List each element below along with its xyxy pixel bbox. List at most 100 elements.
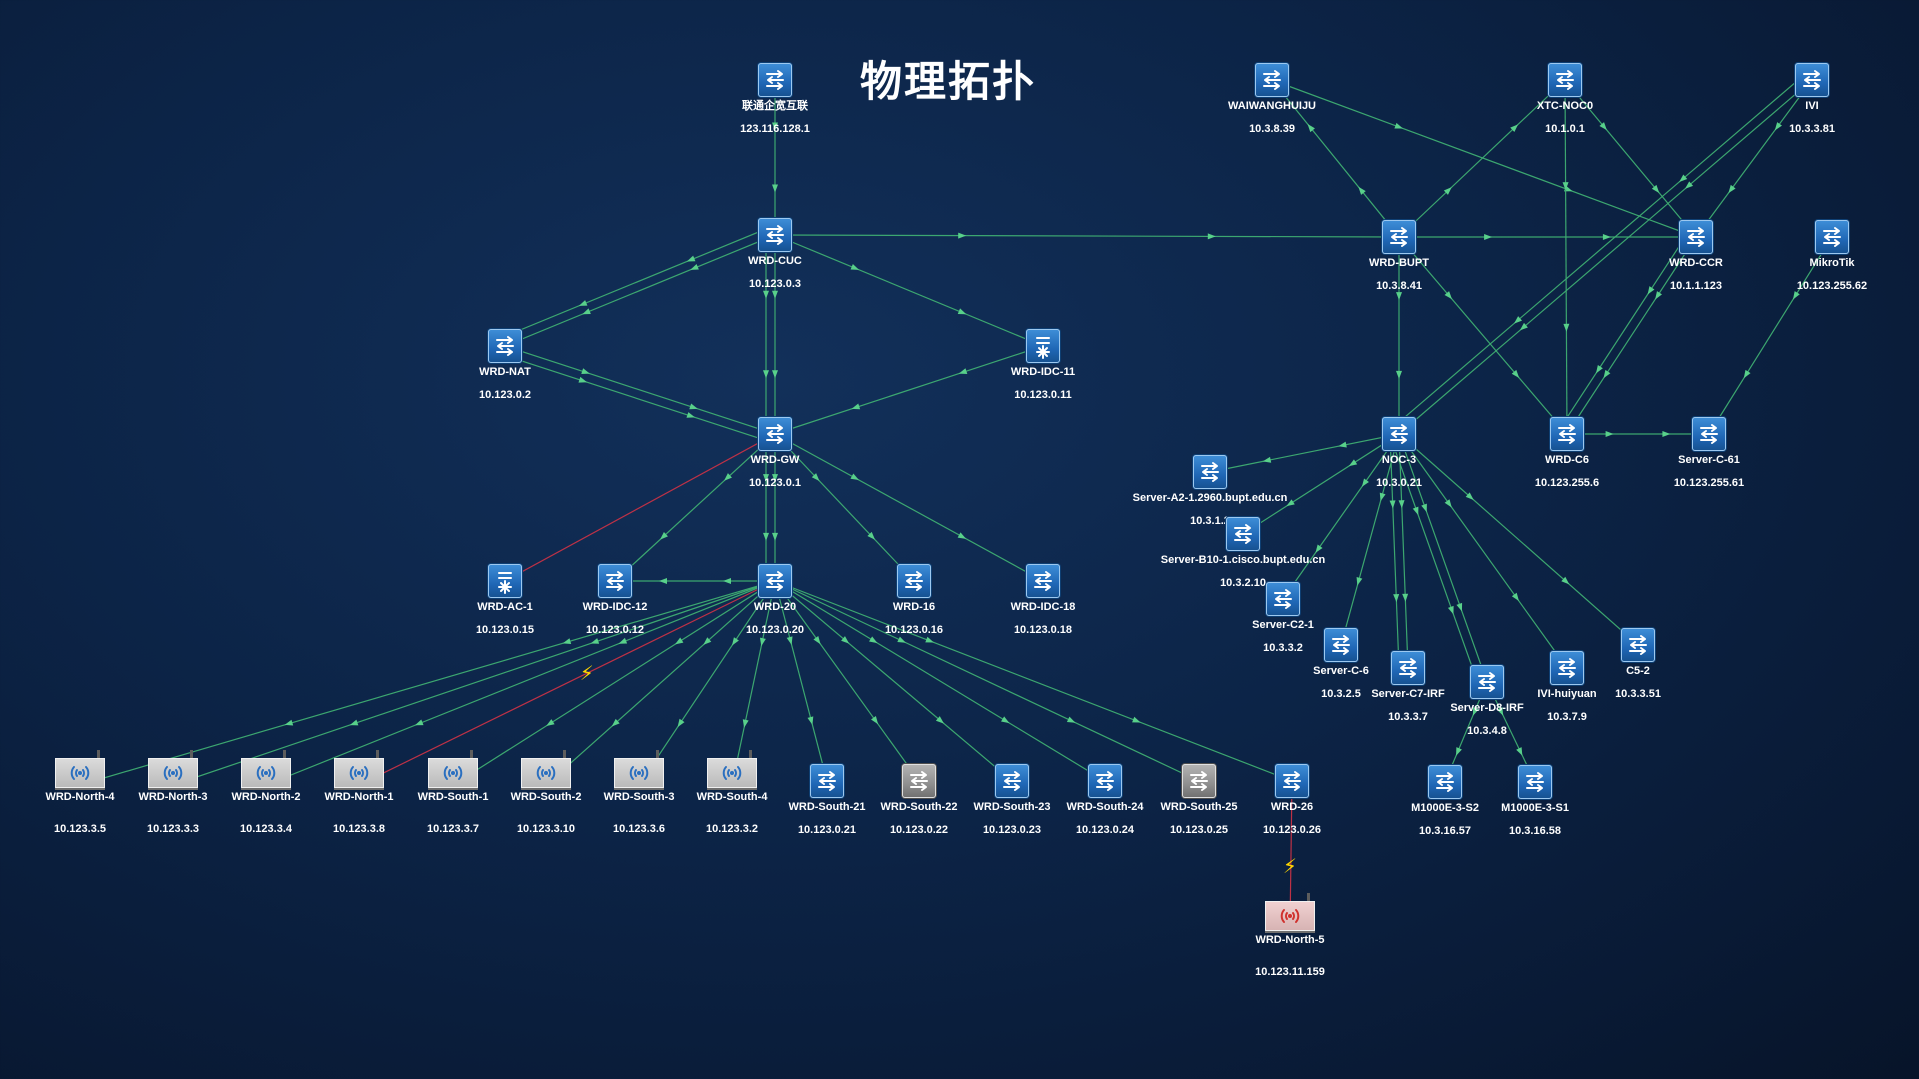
link-ccr-c6[interactable]: [1558, 231, 1689, 430]
flow-arrow-icon: [1358, 186, 1366, 195]
link-mikrotik-sc61[interactable]: [1708, 236, 1833, 435]
link-idc11-gw[interactable]: [774, 345, 1044, 435]
link-noc3-c21[interactable]: [1282, 433, 1400, 600]
link-gw-idc18[interactable]: [774, 433, 1044, 582]
link-ivi-noc3[interactable]: [1398, 79, 1813, 435]
link-w20-s3[interactable]: [638, 580, 776, 786]
link-nat-gw[interactable]: [502, 353, 773, 444]
link-w20-n3[interactable]: [172, 580, 776, 786]
link-cuc-nat[interactable]: [501, 226, 772, 339]
link-ivi-noc3[interactable]: [1392, 72, 1807, 428]
lightning-bolt-icon[interactable]: ⚡: [579, 662, 594, 685]
lightning-bolt-icon[interactable]: ⚡: [1282, 856, 1297, 879]
link-noc3-d8[interactable]: [1389, 436, 1480, 686]
link-noc3-d8[interactable]: [1398, 433, 1488, 683]
link-w20-s1[interactable]: [452, 580, 776, 786]
link-xtc-c6[interactable]: [1564, 79, 1568, 435]
flow-arrow-icon: [1484, 234, 1493, 240]
link-w20-s2[interactable]: [545, 580, 776, 786]
link-w20-s23[interactable]: [774, 580, 1013, 782]
link-w20-s4[interactable]: [731, 580, 776, 786]
link-w20-n2[interactable]: [265, 580, 776, 786]
link-w20-s22[interactable]: [774, 580, 920, 782]
link-ivi-ccr[interactable]: [1695, 79, 1813, 238]
link-bupt-waiwang[interactable]: [1271, 79, 1400, 238]
link-nat-gw[interactable]: [504, 345, 776, 435]
link-noc3-sc6[interactable]: [1340, 433, 1400, 646]
link-noc3-c7[interactable]: [1389, 434, 1400, 669]
link-xtc-ccr[interactable]: [1564, 79, 1697, 238]
link-w20-s25[interactable]: [774, 580, 1200, 782]
link-w20-w26[interactable]: [774, 580, 1293, 782]
link-noc3-huiyuan[interactable]: [1398, 433, 1568, 669]
link-noc3-c52[interactable]: [1398, 433, 1639, 646]
switch-icon: [1015, 764, 1195, 798]
link-cuc-idc11[interactable]: [774, 234, 1044, 347]
link-noc3-a2[interactable]: [1209, 433, 1400, 473]
link-noc3-b10[interactable]: [1242, 433, 1400, 535]
link-ccr-c6[interactable]: [1566, 236, 1697, 435]
link-gw-idc12[interactable]: [614, 433, 776, 582]
link-bupt-c6[interactable]: [1398, 236, 1568, 435]
link-cuc-bupt[interactable]: [774, 234, 1400, 238]
link-w20-s24[interactable]: [774, 580, 1106, 782]
link-w20-s21[interactable]: [774, 580, 828, 782]
link-bupt-xtc[interactable]: [1398, 79, 1566, 238]
link-w20-n1[interactable]: [358, 580, 776, 786]
link-waiwang-ccr[interactable]: [1271, 79, 1697, 238]
link-gw-ac1[interactable]: [504, 433, 776, 582]
node-ip: 10.123.3.3: [147, 823, 199, 835]
link-w20-n4[interactable]: [79, 580, 776, 786]
link-cuc-nat[interactable]: [504, 234, 776, 347]
link-noc3-c7[interactable]: [1398, 433, 1409, 669]
flow-arrow-icon: [562, 638, 572, 644]
link-gw-w16[interactable]: [774, 433, 915, 582]
node-ip: 10.123.0.15: [475, 624, 535, 636]
